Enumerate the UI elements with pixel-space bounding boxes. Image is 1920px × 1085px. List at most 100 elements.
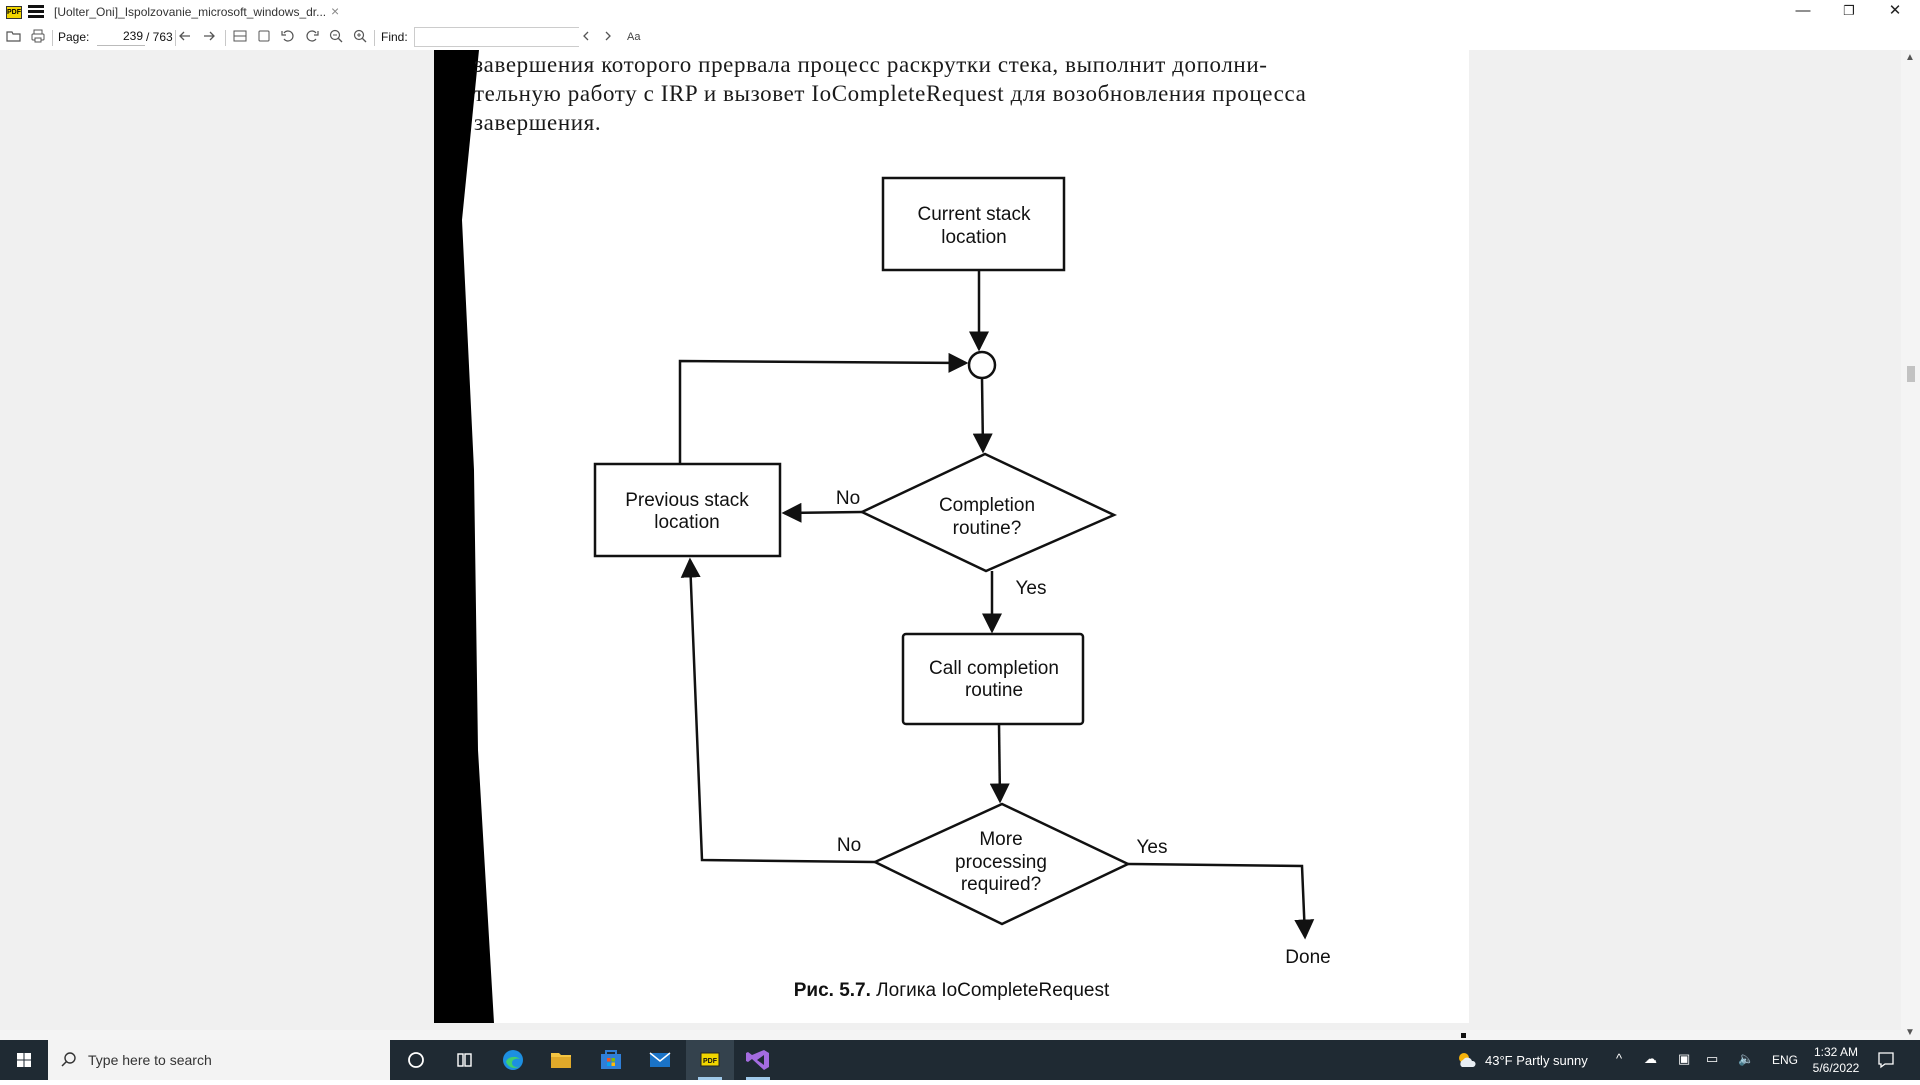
rotate-left-icon[interactable] xyxy=(280,28,296,46)
svg-text:PDF: PDF xyxy=(703,1058,718,1065)
arrow-no-to-previous xyxy=(781,502,863,523)
completion-decision-label: routine? xyxy=(953,518,1022,539)
open-icon[interactable] xyxy=(6,28,22,46)
toolbar: Aa xyxy=(0,24,1920,51)
previous-stack-box xyxy=(593,462,782,558)
page-number-input[interactable] xyxy=(97,27,145,46)
junction-node xyxy=(967,350,997,380)
hamburger-menu-icon[interactable] xyxy=(28,5,44,19)
notification-icon[interactable] xyxy=(1876,1050,1896,1070)
arrow-call-to-more xyxy=(989,723,1010,804)
current-stack-box xyxy=(881,176,1066,272)
arrow-previous-to-junction xyxy=(678,352,969,464)
more-processing-label: processing xyxy=(955,852,1047,873)
completion-decision xyxy=(859,452,1118,573)
minimize-button[interactable]: — xyxy=(1795,2,1811,19)
more-processing-label: More xyxy=(979,829,1022,850)
zoom-out-icon[interactable] xyxy=(328,28,344,46)
rotate-right-icon[interactable] xyxy=(304,28,320,46)
body-text: завершения которого прервала процесс рас… xyxy=(474,50,1469,137)
mail-button[interactable] xyxy=(636,1040,684,1080)
back-icon[interactable] xyxy=(178,28,192,46)
no-label: No xyxy=(836,488,860,509)
network-icon[interactable]: ▭ xyxy=(1706,1051,1719,1066)
current-stack-label: Current stack xyxy=(918,204,1031,225)
taskbar: Type here to search PDF 43°F Partly sunn… xyxy=(0,1040,1920,1080)
taskbar-search[interactable]: Type here to search xyxy=(48,1040,390,1080)
completion-decision-label: Completion xyxy=(939,495,1035,516)
caption-number: Рис. 5.7. xyxy=(793,980,871,1001)
forward-icon[interactable] xyxy=(202,28,216,46)
horizontal-scroll-thumb[interactable] xyxy=(1461,1033,1466,1038)
current-stack-label: location xyxy=(941,227,1007,248)
figure-caption: Рис. 5.7. Логика IoCompleteRequest xyxy=(434,980,1469,1002)
single-page-icon[interactable] xyxy=(232,28,248,46)
windows-logo-icon xyxy=(17,1053,31,1067)
horizontal-scrollbar[interactable] xyxy=(0,1030,1901,1040)
pdf-reader-button[interactable]: PDF xyxy=(686,1040,734,1080)
arrow-no-to-previous xyxy=(680,557,876,864)
task-view-button[interactable] xyxy=(440,1040,488,1080)
document-page: завершения которого прервала процесс рас… xyxy=(434,50,1469,1023)
edge-button[interactable] xyxy=(489,1040,537,1080)
caption-text: Логика IoCompleteRequest xyxy=(870,980,1110,1001)
print-icon[interactable] xyxy=(30,28,46,46)
fit-page-icon[interactable] xyxy=(256,28,272,46)
yes-label: Yes xyxy=(1137,837,1168,858)
call-completion-label: routine xyxy=(965,680,1023,701)
arrow-yes-to-done xyxy=(1127,862,1315,940)
page-total: / 763 xyxy=(146,30,173,44)
active-indicator xyxy=(698,1077,722,1080)
task-view-icon xyxy=(457,1053,472,1067)
cortana-button[interactable] xyxy=(392,1040,440,1080)
folder-icon xyxy=(551,1053,571,1068)
meet-now-icon[interactable]: ▣ xyxy=(1678,1051,1691,1066)
previous-stack-label: Previous stack xyxy=(625,490,749,511)
no-label: No xyxy=(837,835,861,856)
flowchart: Current stack location Previous stack lo… xyxy=(593,176,1331,968)
cortana-icon xyxy=(408,1052,424,1068)
vertical-scrollbar[interactable]: ▲ ▼ xyxy=(1901,50,1920,1040)
file-explorer-button[interactable] xyxy=(537,1040,585,1080)
done-label: Done xyxy=(1285,947,1330,968)
start-button[interactable] xyxy=(0,1040,48,1080)
search-placeholder: Type here to search xyxy=(88,1052,212,1068)
clock[interactable]: 1:32 AM 5/6/2022 xyxy=(1806,1044,1866,1076)
zoom-in-icon[interactable] xyxy=(352,28,368,46)
pdf-reader-icon: PDF xyxy=(700,1052,720,1067)
more-processing-label: required? xyxy=(961,874,1041,895)
match-case-toggle[interactable]: Aa xyxy=(627,31,641,43)
find-prev-icon[interactable] xyxy=(580,28,592,46)
weather-text[interactable]: 43°F Partly sunny xyxy=(1485,1053,1588,1068)
close-button[interactable]: ✕ xyxy=(1888,2,1902,19)
weather-partly-sunny-icon[interactable] xyxy=(1455,1050,1479,1070)
page-label: Page: xyxy=(58,30,90,44)
scroll-thumb[interactable] xyxy=(1907,366,1915,382)
store-button[interactable] xyxy=(587,1040,635,1080)
toolbar-separator xyxy=(175,30,176,46)
language-indicator[interactable]: ENG xyxy=(1772,1053,1799,1067)
previous-stack-label: location xyxy=(654,512,720,533)
show-hidden-icons-icon[interactable]: ^ xyxy=(1616,1051,1623,1066)
restore-button[interactable]: ❐ xyxy=(1843,3,1855,18)
tab-close-icon[interactable]: × xyxy=(331,3,340,19)
mail-icon xyxy=(649,1052,671,1067)
arrow-to-completion xyxy=(972,377,993,454)
scroll-down-icon[interactable]: ▼ xyxy=(1905,1027,1915,1038)
visual-studio-button[interactable] xyxy=(734,1040,782,1080)
text-line: тельную работу с IRP и вызовет IoComplet… xyxy=(474,81,1307,106)
find-next-icon[interactable] xyxy=(602,28,614,46)
title-bar: PDF [Uolter_Oni]_Ispolzovanie_microsoft_… xyxy=(0,0,1920,24)
document-tab-title[interactable]: [Uolter_Oni]_Ispolzovanie_microsoft_wind… xyxy=(54,5,327,19)
app-logo: PDF xyxy=(6,6,22,19)
scroll-up-icon[interactable]: ▲ xyxy=(1905,52,1915,63)
yes-label: Yes xyxy=(1016,578,1047,599)
onedrive-offline-icon[interactable]: ☁ xyxy=(1644,1051,1657,1066)
toolbar-separator xyxy=(374,30,375,46)
find-label: Find: xyxy=(381,30,408,44)
find-input[interactable] xyxy=(414,27,579,47)
volume-icon[interactable]: 🔈 xyxy=(1738,1051,1755,1066)
edge-icon xyxy=(503,1050,523,1070)
toolbar-separator xyxy=(225,30,226,46)
document-viewer[interactable]: завершения которого прервала процесс рас… xyxy=(0,50,1920,1040)
